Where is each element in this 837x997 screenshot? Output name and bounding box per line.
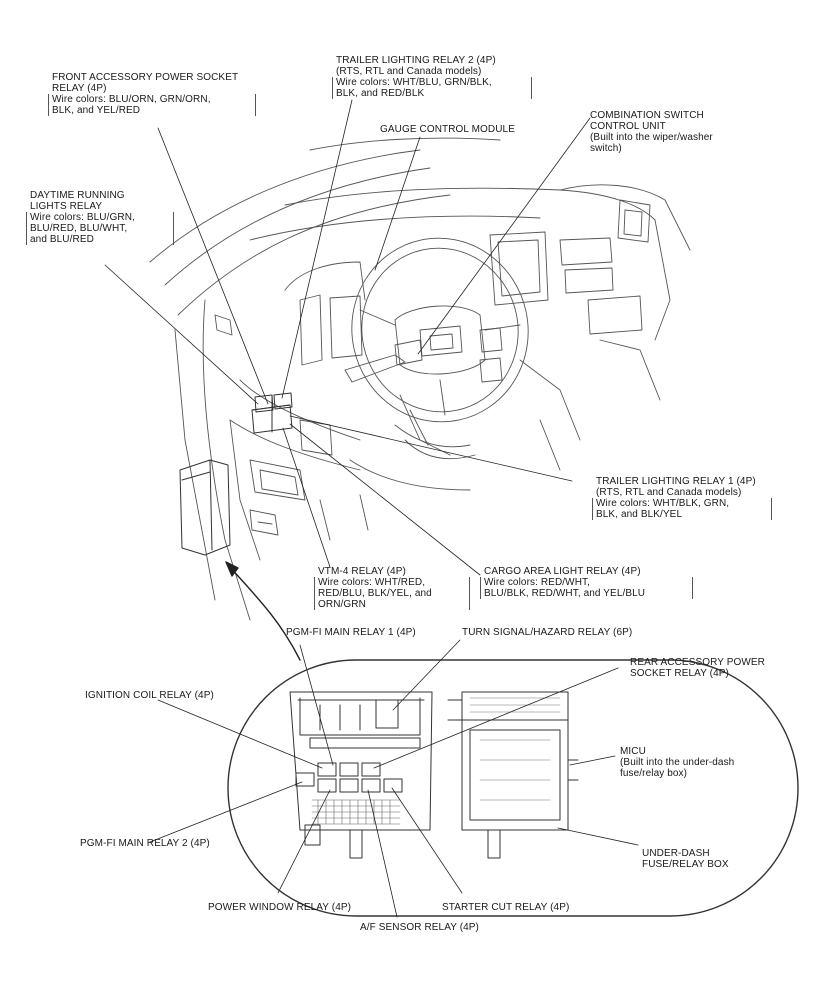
combination-switch-label: COMBINATION SWITCH CONTROL UNIT (Built i… — [590, 110, 713, 154]
under-dash-fuse-box-label: UNDER-DASH FUSE/RELAY BOX — [642, 848, 729, 870]
cargo-wire-colors: Wire colors: RED/WHT, BLU/BLK, RED/WHT, … — [480, 577, 693, 599]
front-accessory-relay-label: FRONT ACCESSORY POWER SOCKET RELAY (4P) … — [48, 72, 256, 116]
pgm-fi-main-relay-2-label: PGM-FI MAIN RELAY 2 (4P) — [80, 838, 210, 849]
trailer-relay-2-label: TRAILER LIGHTING RELAY 2 (4P) (RTS, RTL … — [332, 55, 532, 99]
pgm-fi-main-relay-1-label: PGM-FI MAIN RELAY 1 (4P) — [286, 627, 416, 638]
daytime-running-relay-label: DAYTIME RUNNING LIGHTS RELAY Wire colors… — [26, 190, 174, 245]
power-window-relay-label: POWER WINDOW RELAY (4P) — [208, 902, 352, 913]
fuse-box-inset — [227, 659, 799, 917]
gauge-control-module-label: GAUGE CONTROL MODULE — [380, 124, 515, 135]
trailer-relay-1-label: TRAILER LIGHTING RELAY 1 (4P) (RTS, RTL … — [592, 476, 772, 520]
dash-relay-cluster — [251, 392, 293, 434]
zoom-arrow — [225, 561, 301, 661]
rear-accessory-relay-label: REAR ACCESSORY POWER SOCKET RELAY (4P) — [630, 657, 765, 679]
daytime-running-wire-colors: Wire colors: BLU/GRN, BLU/RED, BLU/WHT, … — [26, 212, 174, 245]
fuse-grid — [311, 799, 401, 825]
vtm4-wire-colors: Wire colors: WHT/RED, RED/BLU, BLK/YEL, … — [314, 577, 470, 610]
dashboard-drawing — [149, 137, 691, 621]
trailer-relay-1-wire-colors: Wire colors: WHT/BLK, GRN, BLK, and BLK/… — [592, 498, 772, 520]
leader-lines — [104, 99, 591, 576]
cargo-area-light-relay-label: CARGO AREA LIGHT RELAY (4P) Wire colors:… — [480, 566, 693, 599]
vtm4-relay-label: VTM-4 RELAY (4P) Wire colors: WHT/RED, R… — [314, 566, 470, 610]
front-accessory-wire-colors: Wire colors: BLU/ORN, GRN/ORN, BLK, and … — [48, 94, 256, 116]
starter-cut-relay-label: STARTER CUT RELAY (4P) — [442, 902, 570, 913]
kick-panel-box — [179, 459, 231, 556]
turn-signal-hazard-relay-label: TURN SIGNAL/HAZARD RELAY (6P) — [462, 627, 633, 638]
ignition-coil-relay-label: IGNITION COIL RELAY (4P) — [85, 690, 214, 701]
inset-leader-lines — [149, 639, 639, 918]
micu-label: MICU (Built into the under-dash fuse/rel… — [620, 746, 735, 779]
trailer-relay-2-wire-colors: Wire colors: WHT/BLU, GRN/BLK, BLK, and … — [332, 77, 532, 99]
af-sensor-relay-label: A/F SENSOR RELAY (4P) — [360, 922, 479, 933]
